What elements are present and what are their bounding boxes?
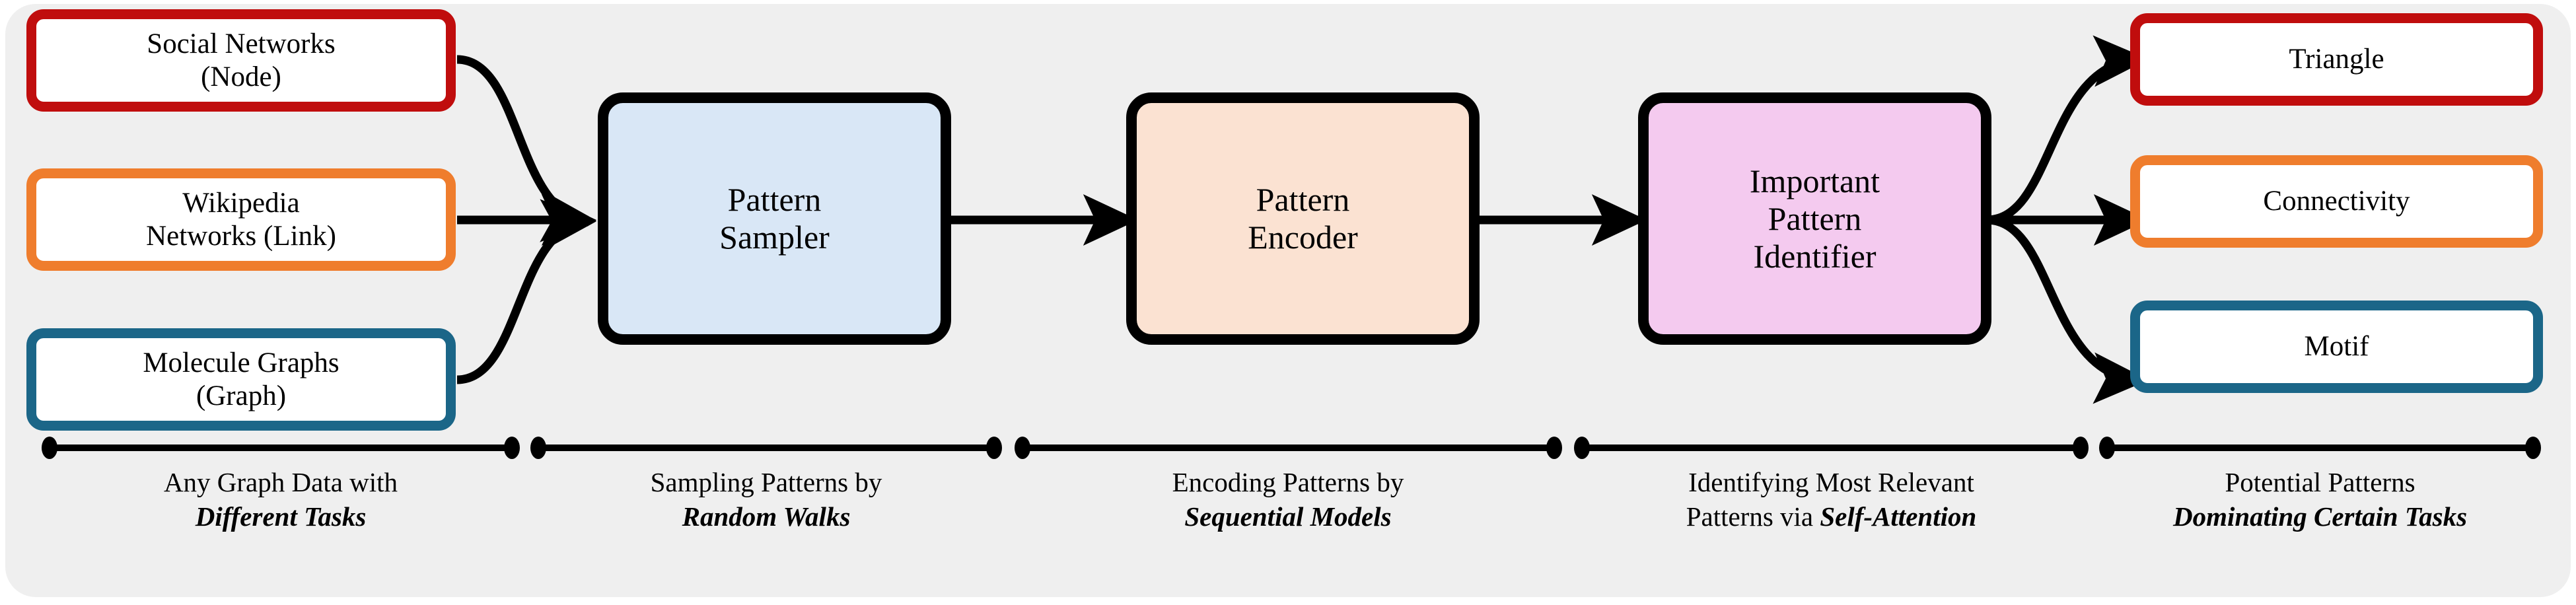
caption-encoding: Encoding Patterns by Sequential Models (1014, 466, 1562, 534)
caption-5-emphasis: Dominating Certain Tasks (2172, 501, 2468, 532)
measure-bar-1 (50, 445, 512, 451)
measure-bar-1-cap-right (504, 437, 520, 459)
caption-outputs: Potential Patterns Dominating Certain Ta… (2094, 466, 2546, 534)
caption-4-line-2-prefix: Patterns via (1686, 501, 1820, 532)
caption-sampling: Sampling Patterns by Random Walks (525, 466, 1007, 534)
measure-bar-5 (2107, 445, 2533, 451)
measure-bar-4-cap-right (2073, 437, 2089, 459)
caption-3-line-1: Encoding Patterns by (1172, 467, 1404, 497)
output-box-connectivity[interactable]: Connectivity (2130, 155, 2543, 248)
measure-bar-2-cap-right (986, 437, 1002, 459)
caption-1-emphasis: Different Tasks (195, 501, 367, 532)
measure-bar-5-cap-left (2099, 437, 2115, 459)
input-box-social-networks-node[interactable]: Social Networks (Node) (26, 9, 456, 112)
input-box-wikipedia-networks-link[interactable]: Wikipedia Networks (Link) (26, 168, 456, 271)
measure-bar-2-cap-left (530, 437, 546, 459)
measure-bar-2 (538, 445, 994, 451)
caption-5-line-1: Potential Patterns (2225, 467, 2415, 497)
caption-2-emphasis: Random Walks (682, 501, 851, 532)
caption-input-data: Any Graph Data with Different Tasks (36, 466, 525, 534)
measure-bar-4 (1582, 445, 2081, 451)
caption-4-emphasis: Self-Attention (1820, 501, 1977, 532)
output-box-motif[interactable]: Motif (2130, 301, 2543, 393)
caption-2-line-1: Sampling Patterns by (650, 467, 882, 497)
output-box-triangle[interactable]: Triangle (2130, 13, 2543, 106)
stage-box-important-pattern-identifier[interactable]: Important Pattern Identifier (1638, 92, 1991, 345)
measure-bar-3-cap-left (1015, 437, 1030, 459)
measure-bar-3-cap-right (1546, 437, 1562, 459)
stage-box-pattern-encoder[interactable]: Pattern Encoder (1126, 92, 1480, 345)
input-box-molecule-graphs-graph[interactable]: Molecule Graphs (Graph) (26, 328, 456, 431)
measure-bar-3 (1022, 445, 1554, 451)
measure-bar-1-cap-left (42, 437, 57, 459)
measure-bar-4-cap-left (1574, 437, 1590, 459)
measure-bar-5-cap-right (2525, 437, 2541, 459)
caption-3-emphasis: Sequential Models (1184, 501, 1392, 532)
caption-1-line-1: Any Graph Data with (163, 467, 398, 497)
caption-4-line-1: Identifying Most Relevant (1688, 467, 1974, 497)
stage-box-pattern-sampler[interactable]: Pattern Sampler (598, 92, 951, 345)
caption-identifying: Identifying Most Relevant Patterns via S… (1572, 466, 2091, 534)
